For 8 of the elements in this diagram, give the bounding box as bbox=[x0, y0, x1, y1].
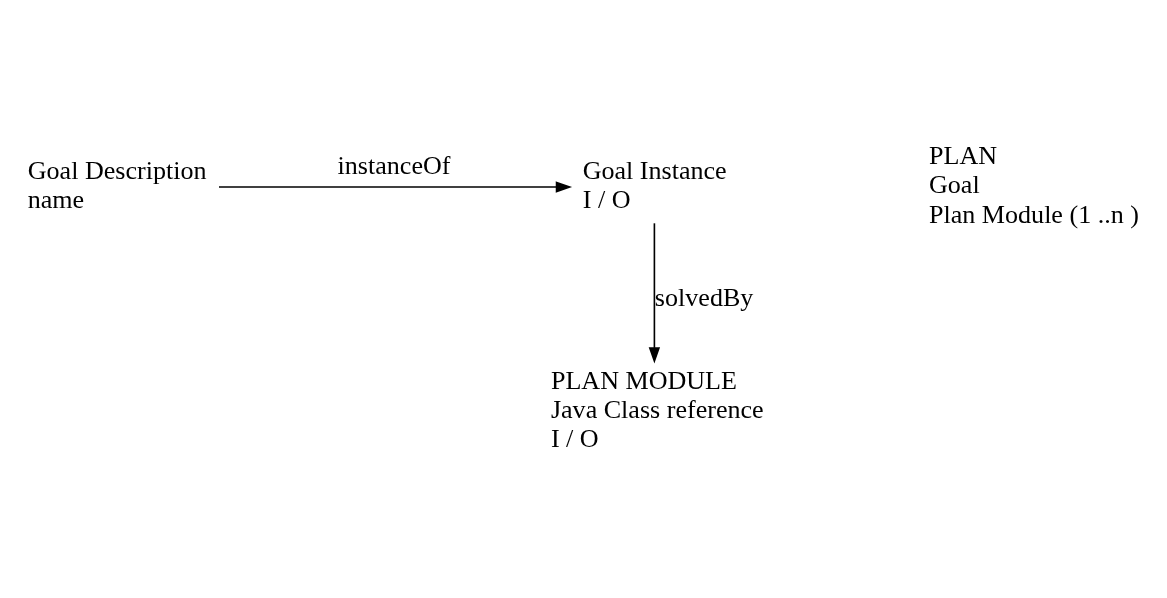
edge-label: instanceOf bbox=[337, 150, 451, 180]
arrow bbox=[218, 180, 573, 193]
node-text: Goal Description name bbox=[27, 155, 207, 214]
node-text: Goal Instance I / O bbox=[582, 155, 727, 214]
node-text: PLAN Goal Plan Module (1 ..n ) bbox=[929, 140, 1139, 229]
edge-label: solvedBy bbox=[654, 282, 754, 312]
node-text: PLAN MODULE Java Class reference I / O bbox=[550, 365, 764, 453]
arrow bbox=[648, 222, 661, 364]
